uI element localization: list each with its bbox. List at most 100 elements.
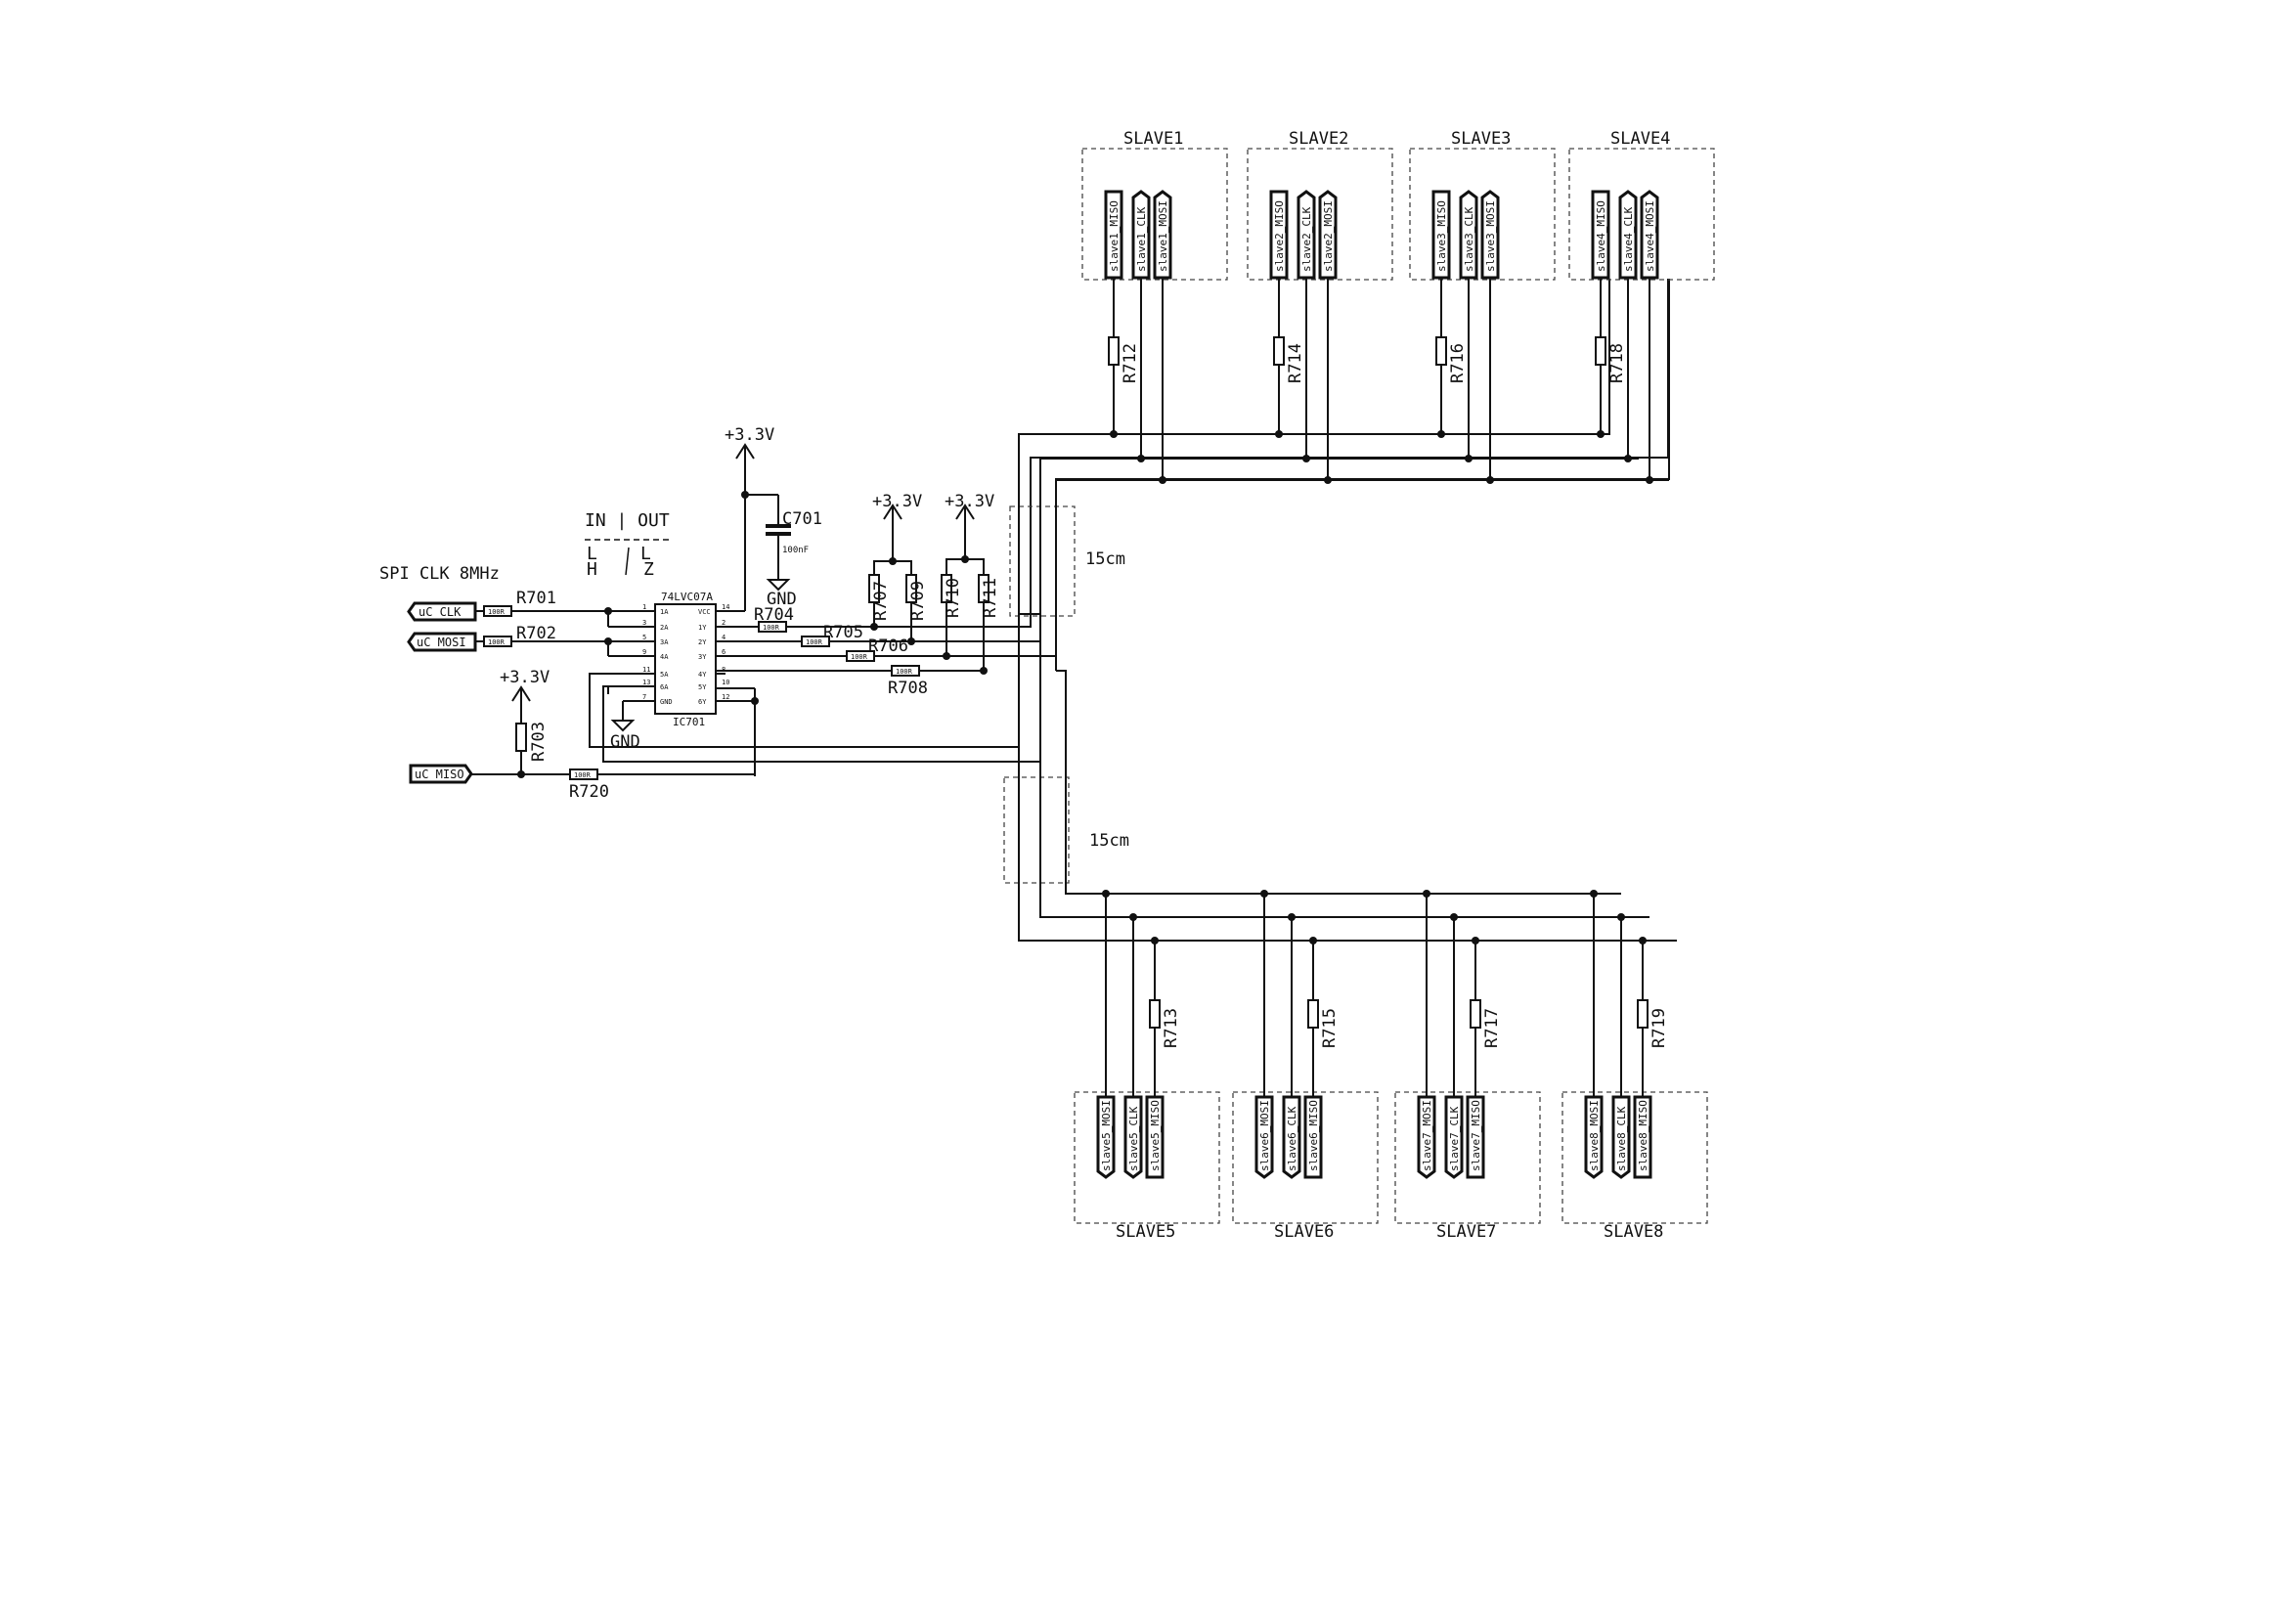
slave-pin-label: slave8_CLK: [1615, 1106, 1628, 1171]
slave-box: [1081, 148, 1228, 281]
slave-pin-label: slave4_CLK: [1622, 206, 1635, 272]
cable-length-bottom: 15cm: [1089, 831, 1129, 851]
ic-pin-name: 5Y: [698, 683, 707, 691]
r707-label: R707: [871, 581, 891, 621]
resistor-r703: [515, 723, 527, 752]
port-uc-miso: uC_MISO: [409, 764, 473, 784]
ic-pin-name: 4A: [660, 653, 669, 661]
slave-box: [1247, 148, 1393, 281]
ic-pin-name: 2A: [660, 624, 669, 632]
r710-label: R710: [944, 578, 963, 618]
slave-pin-flag: slave7_MISO: [1466, 1095, 1485, 1179]
ic-pin-num: 13: [642, 679, 650, 686]
r703-power-label: +3.3V: [500, 668, 550, 687]
ic-pin-name: 3A: [660, 638, 669, 646]
slave-name: SLAVE2: [1289, 129, 1348, 149]
slave-pin-flag: slave5_MOSI: [1096, 1095, 1116, 1179]
port-uc-mosi-label: uC_MOSI: [417, 636, 466, 649]
cap-gnd-label: GND: [767, 590, 797, 609]
slave-pin-flag: slave4_MISO: [1591, 190, 1610, 280]
ic-gnd-label: GND: [610, 732, 640, 752]
truth-table: IN | OUT L L H Z: [585, 510, 670, 580]
slave-pin-label: slave8_MOSI: [1588, 1100, 1601, 1171]
ic-pin-num: 4: [722, 634, 726, 641]
c701-label: C701: [782, 509, 822, 529]
slave-pin-flag: slave2_CLK: [1297, 190, 1316, 280]
slave-pin-flag: slave4_MOSI: [1640, 190, 1659, 280]
port-uc-mosi: uC_MOSI: [407, 632, 477, 652]
port-uc-miso-label: uC_MISO: [415, 768, 464, 781]
ic-pin-name: 5A: [660, 671, 669, 679]
truth-table-header: IN | OUT: [585, 510, 670, 531]
r710-power-label: +3.3V: [945, 492, 994, 511]
ic-ref-label: IC701: [673, 716, 705, 728]
port-uc-clk: uC_CLK: [407, 601, 477, 622]
slave-res-label: R716: [1448, 343, 1468, 383]
resistor-r710: [941, 574, 952, 603]
r711-label: R711: [981, 578, 1000, 618]
slave-pin-flag: slave1_MISO: [1104, 190, 1123, 280]
slave-pin-label: slave6_MOSI: [1258, 1100, 1271, 1171]
c701-value: 100nF: [782, 546, 809, 555]
ic-pin-num: 12: [722, 693, 729, 701]
ic-pin-name: 1A: [660, 608, 669, 616]
slave-pin-label: slave2_MISO: [1273, 200, 1286, 272]
r708-label: R708: [888, 679, 928, 698]
slave-box: [1568, 148, 1715, 281]
slave-pin-label: slave1_CLK: [1135, 206, 1148, 272]
slave-res-label: R714: [1286, 343, 1305, 383]
slave-pin-flag: slave3_CLK: [1459, 190, 1478, 280]
resistor-slave: [1307, 999, 1319, 1029]
ic-pins: 11A32A53A94A115A136A7GND14VCC21Y42Y63Y84…: [642, 603, 729, 706]
cable-box-bottom: [1003, 776, 1070, 884]
resistor-slave: [1108, 336, 1120, 366]
spi-clock-note: SPI CLK 8MHz: [379, 564, 500, 584]
ic-pin-num: 9: [642, 648, 646, 656]
resistor-slave: [1637, 999, 1649, 1029]
slave-pin-label: slave5_MOSI: [1100, 1100, 1113, 1171]
ic-pin-name: 6Y: [698, 698, 707, 706]
vcc-power-label: +3.3V: [725, 425, 774, 445]
slave-pin-label: slave3_MOSI: [1484, 200, 1497, 272]
slave-pin-label: slave4_MOSI: [1644, 200, 1656, 272]
slave-pin-flag: slave6_CLK: [1282, 1095, 1301, 1179]
resistor-slave: [1149, 999, 1161, 1029]
resistor-r709: [905, 574, 917, 603]
slave-pin-label: slave2_CLK: [1300, 206, 1313, 272]
slave-pin-label: slave6_CLK: [1286, 1106, 1298, 1171]
resistor-slave: [1595, 336, 1606, 366]
r705-label: R705: [823, 623, 863, 642]
slave-name: SLAVE4: [1610, 129, 1670, 149]
slave-box: [1561, 1091, 1708, 1224]
r701-label: R701: [516, 589, 556, 608]
slave-pin-flag: slave5_CLK: [1123, 1095, 1143, 1179]
ic-pin-num: 3: [642, 619, 646, 627]
slave-pin-label: slave8_MISO: [1637, 1100, 1649, 1171]
port-uc-clk-label: uC_CLK: [418, 605, 462, 619]
slave-pin-label: slave1_MOSI: [1157, 200, 1169, 272]
r708-value: 100R: [896, 668, 913, 676]
slave-pin-flag: slave3_MISO: [1431, 190, 1451, 280]
slave-pin-flag: slave7_CLK: [1444, 1095, 1464, 1179]
slave-pin-flag: slave2_MOSI: [1318, 190, 1338, 280]
ic701-74lvc07a: 74LVC07A IC701 11A32A53A94A115A136A7GND1…: [642, 591, 729, 728]
r709-label: R709: [908, 581, 928, 621]
slave-box: [1232, 1091, 1379, 1224]
ic-pin-num: 5: [642, 634, 646, 641]
slave-name: SLAVE8: [1604, 1222, 1663, 1242]
r703-label: R703: [529, 722, 549, 762]
slave-pin-label: slave3_CLK: [1463, 206, 1475, 272]
truth-table-row2-out: Z: [643, 559, 654, 580]
slave-name: SLAVE6: [1274, 1222, 1334, 1242]
cable-length-top: 15cm: [1085, 549, 1125, 569]
slave-block: SLAVE4 slave4_MISO slave4_CLK slave4_MOSI: [1568, 129, 1715, 281]
slave-box: [1074, 1091, 1220, 1224]
slave-block: SLAVE8 slave8_MOSI slave8_CLK slave8_MISO: [1561, 1091, 1708, 1242]
ic-pin-name: 4Y: [698, 671, 707, 679]
slave-pin-label: slave7_MOSI: [1421, 1100, 1433, 1171]
ic-pin-num: 11: [642, 666, 650, 674]
